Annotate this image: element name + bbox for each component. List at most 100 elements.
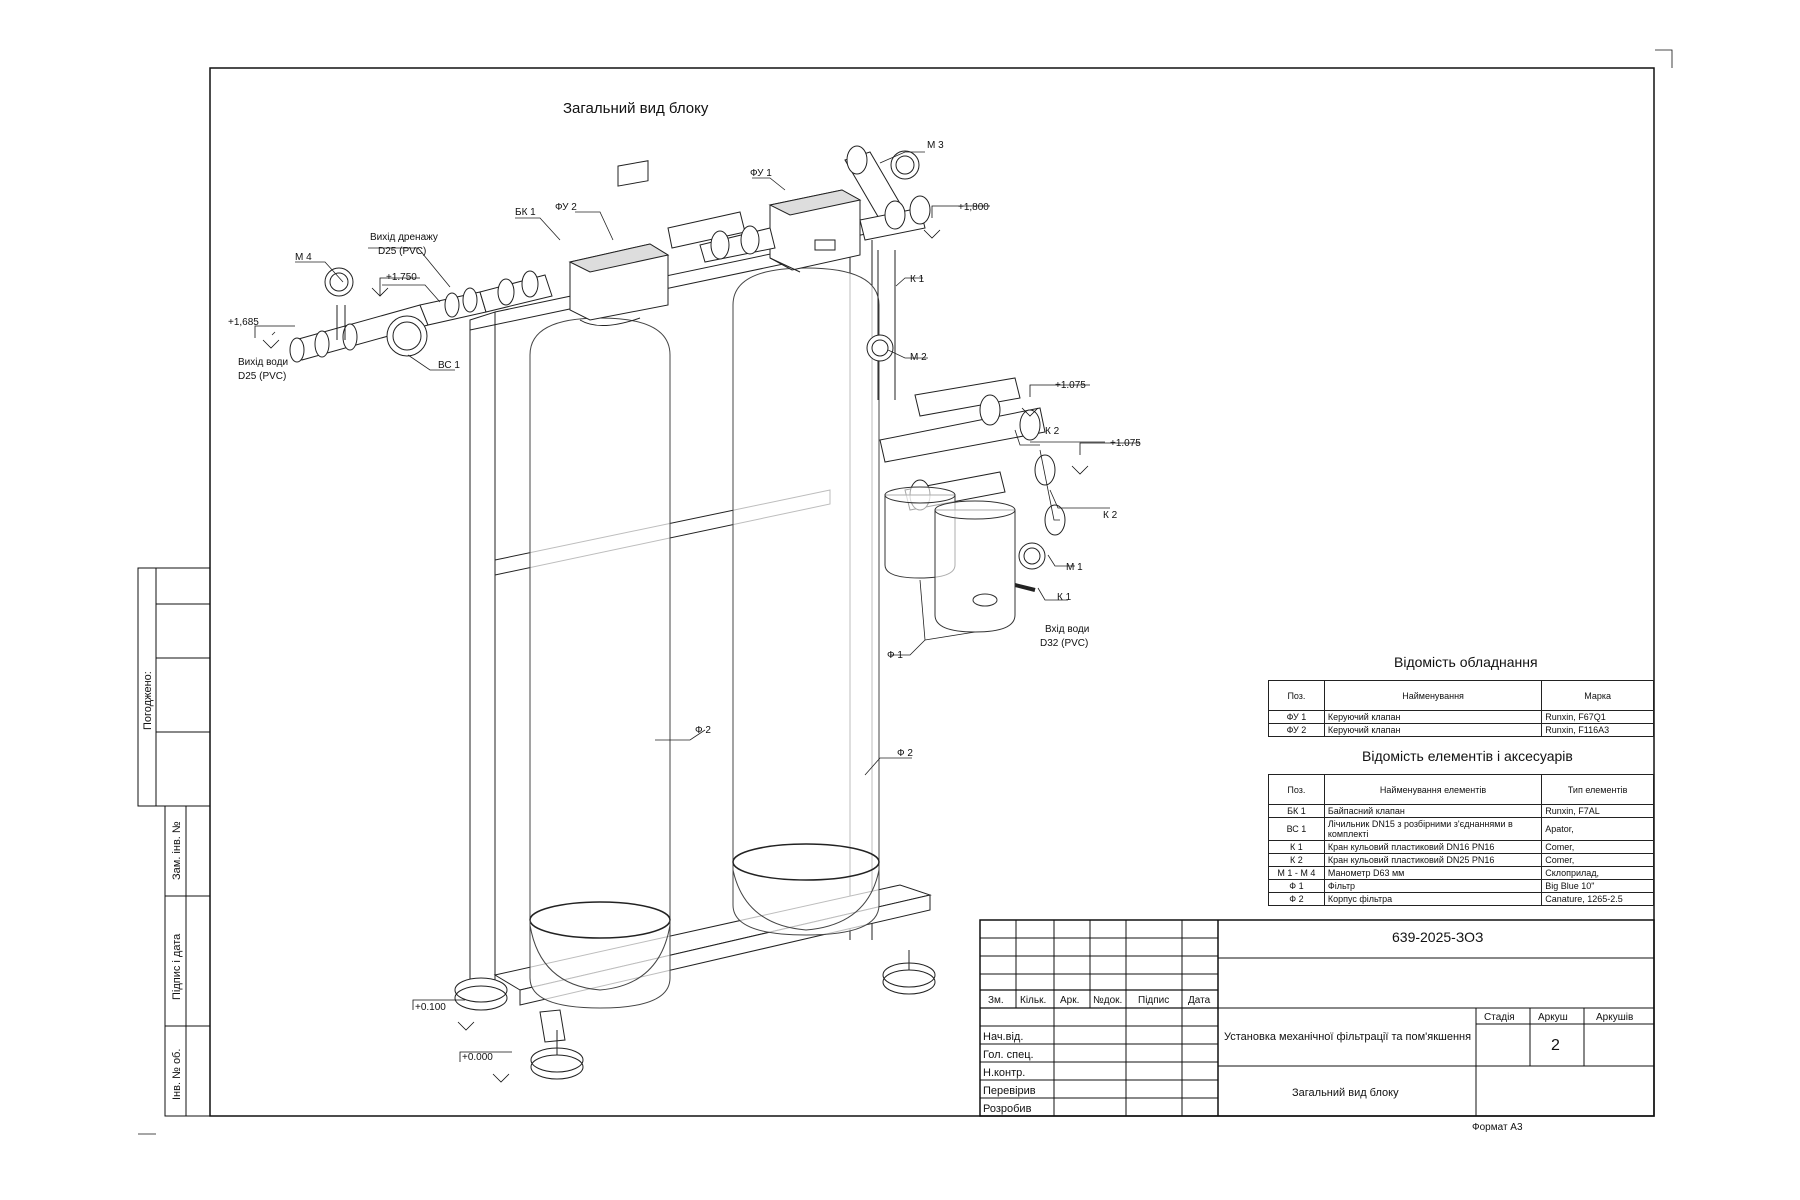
equipment-header: Найменування (1323, 680, 1543, 711)
tb-col-ark: Арк. (1060, 995, 1079, 1006)
elements-cell: Лічильник DN15 з розбірними з'єднаннями … (1323, 817, 1543, 841)
equipment-header: Поз. (1268, 680, 1325, 711)
equipment-header-row: Поз. Найменування Марка (1268, 680, 1654, 711)
label-bk1: БК 1 (515, 207, 536, 218)
side-stamp-labels: Погоджено: Зам. інв. № Підпис і дата Інв… (142, 671, 183, 1100)
elements-cell: БК 1 (1268, 804, 1325, 818)
label-bc1: ВС 1 (438, 360, 460, 371)
table-row: БК 1 Байпасний клапан Runxin, F7AL (1268, 804, 1654, 818)
label-f2-right: Ф 2 (897, 748, 913, 759)
elements-header-row: Поз. Найменування елементів Тип елементі… (1268, 774, 1654, 805)
elements-cell: Apator, (1541, 817, 1654, 841)
elements-cell: Ф 1 (1268, 879, 1325, 893)
drawing-frame (209, 67, 1655, 1117)
equipment-header: Марка (1541, 680, 1654, 711)
label-k1-top: К 1 (910, 274, 925, 285)
label-f2-left: Ф 2 (695, 725, 711, 736)
elements-title: Відомість елементів і аксесуарів (1362, 748, 1573, 764)
elements-cell: Фільтр (1323, 879, 1543, 893)
table-row: Ф 2 Корпус фільтра Canature, 1265-2.5 (1268, 892, 1654, 906)
label-k2-a: К 2 (1045, 426, 1060, 437)
elements-cell: Comer, (1541, 840, 1654, 854)
label-lvl-1750: +1.750 (386, 272, 417, 283)
tb-col-kilk: Кільк. (1020, 995, 1046, 1006)
tank-right (732, 267, 880, 936)
tb-code: 639-2025-ЗОЗ (1392, 929, 1483, 945)
equipment-cell: Керуючий клапан (1323, 723, 1543, 737)
side-agreed: Погоджено: (142, 671, 154, 730)
equipment-cell: Runxin, F67Q1 (1541, 710, 1654, 724)
side-inv-change: Зам. інв. № (171, 821, 183, 880)
tb-col-doc: №док. (1093, 995, 1122, 1006)
label-lvl-0000: +0.000 (462, 1052, 493, 1063)
tb-role-4: Розробив (983, 1103, 1032, 1115)
table-row: К 1 Кран кульовий пластиковий DN16 PN16 … (1268, 840, 1654, 854)
elements-cell: Ф 2 (1268, 892, 1325, 906)
table-row: ВС 1 Лічильник DN15 з розбірними з'єднан… (1268, 817, 1654, 841)
equipment-cell: Керуючий клапан (1323, 710, 1543, 724)
label-water-in: Вхід води (1045, 624, 1089, 635)
equipment-cell: ФУ 1 (1268, 710, 1325, 724)
label-f1: Ф 1 (887, 650, 903, 661)
elements-cell: Кран кульовий пластиковий DN16 PN16 (1323, 840, 1543, 854)
tb-project: Установка механічної фільтрації та пом'я… (1224, 1031, 1471, 1043)
table-row: Ф 1 Фільтр Big Blue 10" (1268, 879, 1654, 893)
label-k2-b: К 2 (1103, 510, 1118, 521)
label-fu1: ФУ 1 (750, 168, 772, 179)
label-lvl-1075b: +1.075 (1110, 438, 1141, 449)
control-valve-fu1 (768, 189, 862, 273)
elements-cell: Манометр D63 мм (1323, 866, 1543, 880)
elements-cell: К 1 (1268, 840, 1325, 854)
label-fu2: ФУ 2 (555, 202, 577, 213)
tb-sheet-value: 2 (1551, 1037, 1560, 1054)
elements-cell: Корпус фільтра (1323, 892, 1543, 906)
filter-f1-b (934, 500, 1016, 633)
tb-stage-label: Стадія (1484, 1012, 1515, 1023)
tb-sheets-label: Аркушів (1596, 1012, 1633, 1023)
label-m4: М 4 (295, 252, 312, 263)
elements-header: Поз. (1268, 774, 1325, 805)
label-drain-d: D25 (PVC) (378, 246, 426, 257)
title-block-grid (979, 919, 1655, 1117)
label-lvl-1075a: +1.075 (1055, 380, 1086, 391)
label-drain-out: Вихід дренажу (370, 232, 438, 243)
elevation-marks (254, 205, 1140, 1083)
elements-cell: Big Blue 10" (1541, 879, 1654, 893)
elements-cell: Canature, 1265-2.5 (1541, 892, 1654, 906)
label-m1: М 1 (1066, 562, 1083, 573)
elements-cell: М 1 - М 4 (1268, 866, 1325, 880)
label-m2: М 2 (910, 352, 927, 363)
leaders (271, 151, 1110, 776)
drawing-title: Загальний вид блоку (563, 100, 709, 117)
tb-col-sign: Підпис (1138, 995, 1169, 1006)
title-block-labels: 639-2025-ЗОЗ Зм. Кільк. Арк. №док. Підпи… (983, 929, 1633, 1133)
label-water-in-d: D32 (PVC) (1040, 638, 1088, 649)
side-inv-orig: Інв. № об. (171, 1049, 183, 1100)
table-row: К 2 Кран кульовий пластиковий DN25 PN16 … (1268, 853, 1654, 867)
tb-sheet-name: Загальний вид блоку (1292, 1087, 1399, 1099)
corner-mark (1655, 49, 1673, 68)
tb-sheet-label: Аркуш (1538, 1012, 1568, 1023)
elements-cell: Кран кульовий пластиковий DN25 PN16 (1323, 853, 1543, 867)
label-water-out: Вихід води (238, 357, 288, 368)
tb-role-0: Нач.від. (983, 1031, 1023, 1043)
elements-cell: Runxin, F7AL (1541, 804, 1654, 818)
tb-col-date: Дата (1188, 995, 1211, 1006)
elements-cell: К 2 (1268, 853, 1325, 867)
table-row: ФУ 1 Керуючий клапан Runxin, F67Q1 (1268, 710, 1654, 724)
table-row: М 1 - М 4 Манометр D63 мм Склоприлад, (1268, 866, 1654, 880)
elements-cell: Байпасний клапан (1323, 804, 1543, 818)
tb-col-zm: Зм. (988, 995, 1004, 1006)
elements-cell: ВС 1 (1268, 817, 1325, 841)
elements-cell: Склоприлад, (1541, 866, 1654, 880)
label-lvl-0100: +0.100 (415, 1002, 446, 1013)
tb-format: Формат А3 (1472, 1122, 1523, 1133)
elements-header: Тип елементів (1541, 774, 1654, 805)
tb-role-2: Н.контр. (983, 1067, 1025, 1079)
tb-role-1: Гол. спец. (983, 1049, 1034, 1061)
elements-cell: Comer, (1541, 853, 1654, 867)
elements-header: Найменування елементів (1323, 774, 1543, 805)
control-valve-fu2 (568, 160, 670, 326)
tb-role-3: Перевірив (983, 1085, 1036, 1097)
